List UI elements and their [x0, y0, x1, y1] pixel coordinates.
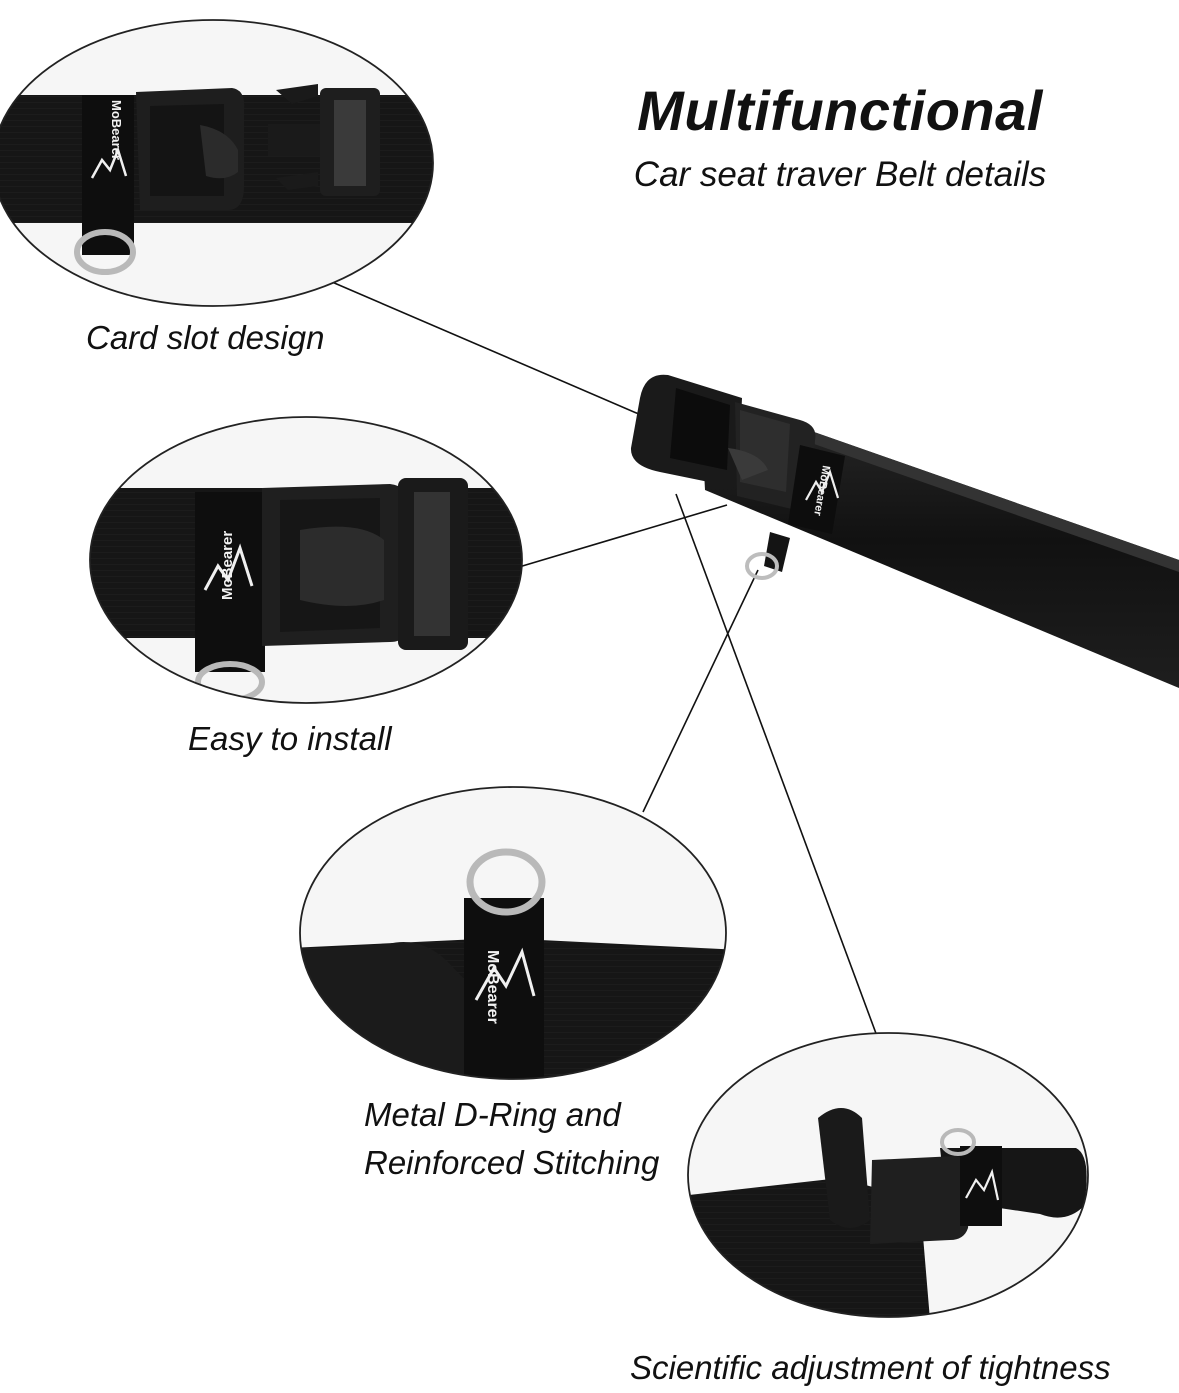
- main-d-ring: [745, 532, 790, 580]
- caption-line: Easy to install: [188, 720, 392, 757]
- caption-adjustment: Scientific adjustment of tightness: [630, 1344, 1111, 1392]
- lens-2-border: [89, 416, 523, 704]
- main-brand-tab: MoBearer: [788, 445, 845, 534]
- caption-line: Scientific adjustment of tightness: [630, 1349, 1111, 1386]
- connector-line-3: [642, 569, 759, 813]
- lens-d-ring: MoBearer: [300, 787, 726, 1079]
- lens-card-slot: MoBearer: [0, 20, 433, 306]
- connector-line-2: [518, 504, 728, 568]
- lens-1-border: [0, 19, 434, 307]
- page-title: Multifunctional: [637, 79, 1043, 142]
- caption-line: Metal D-Ring and: [364, 1096, 621, 1133]
- lens3-brand-text: MoBearer: [484, 950, 501, 1024]
- lens-4-border: [687, 1032, 1089, 1318]
- connector-line-4: [675, 493, 885, 1056]
- lens1-brand-text: MoBearer: [109, 100, 124, 160]
- main-belt: MoBearer: [630, 374, 1179, 688]
- lens-3-border: [299, 786, 727, 1080]
- main-buckle: [630, 374, 816, 511]
- caption-d-ring: Metal D-Ring and Reinforced Stitching: [364, 1091, 659, 1187]
- page-subtitle: Car seat traver Belt details: [633, 155, 1047, 194]
- caption-card-slot: Card slot design: [86, 314, 324, 362]
- connector-line-1: [331, 281, 649, 419]
- connector-lines: [331, 281, 885, 1056]
- caption-line: Card slot design: [86, 319, 325, 356]
- lens-easy-install: MoBearer: [90, 417, 522, 703]
- caption-line: Reinforced Stitching: [364, 1144, 660, 1181]
- caption-easy-install: Easy to install: [188, 715, 392, 763]
- lens-adjustment: [688, 1033, 1088, 1317]
- lens2-brand-text: MoBearer: [219, 531, 236, 600]
